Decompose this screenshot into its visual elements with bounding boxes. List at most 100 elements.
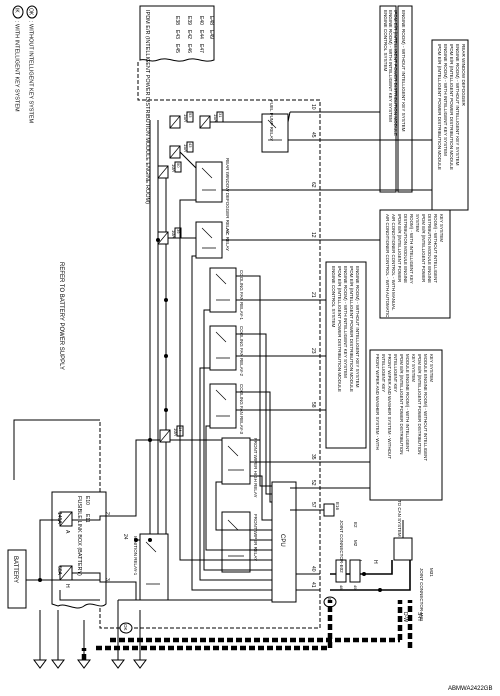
ac-note-1: AIR CONDITIONER CONTROL - WITH MANUAL <box>391 214 396 311</box>
ac-note-9: KEY SYSTEM <box>439 214 444 242</box>
ik-badge-icon <box>12 5 24 19</box>
fusible-link-conn-0: E10 <box>84 496 90 505</box>
relay-fuel-pump-label: FUEL PUMP RELAY <box>269 100 274 141</box>
fuel-note-2: IPDM E/R (INTELLIGENT POWER DISTRIBUTION… <box>393 10 398 136</box>
relay-defogger: REAR WINDOW DEFOGGER RELAY <box>179 151 290 234</box>
terminal-23: 23 <box>310 348 316 354</box>
joint-connector-m01: JOINT CONNECTOR-M01 M31 TO CAN SYSTEM <box>393 500 434 622</box>
note-fan: ENGINE CONTROL SYSTEM IPDM E/R (INTELLIG… <box>320 261 367 449</box>
wiper-note-2: FRONT WIPER AND WASHER SYSTEM - WITHOUT <box>387 354 392 459</box>
wiper-note-6: KEY SYSTEM <box>411 354 416 382</box>
fuse-43: 15A 43 <box>169 141 194 159</box>
terminal-58: 58 <box>310 402 316 408</box>
ipdm-conn-9: E48 <box>208 16 214 25</box>
relay-fuel-pump: FUEL PUMP RELAY <box>210 100 291 153</box>
ipdm-title: IPDM E/R (INTELLIGENT POWER DISTRIBUTION… <box>144 10 150 204</box>
relay-defogger-label: REAR WINDOW DEFOGGER RELAY <box>225 158 230 234</box>
terminal-41: 41 <box>310 582 316 588</box>
wiper-note-3: INTELLIGENT KEY <box>393 354 398 392</box>
joint-e02-code-1: M2 <box>353 540 358 547</box>
terminal-62: 62 <box>310 182 316 188</box>
fuse-39-amp: 10A <box>171 230 176 238</box>
wiper-note-5: MODULE ENGINE ROOM) - WITH INTELLIGENT <box>405 354 410 452</box>
ac-note-6: IPDM E/R (INTELLIGENT POWER <box>421 214 426 282</box>
refer-note: REFER TO BATTERY POWER SUPPLY <box>58 262 64 370</box>
joint-e02-label: JOINT CONNECTOR-E02 <box>339 520 344 573</box>
cpu: CPU <box>271 481 320 603</box>
fusible-link-label: FUSIBLE LINK BOX (BATTERY) <box>76 496 82 576</box>
ground-icon <box>51 659 65 669</box>
ipdm-conn-2: E45 <box>174 44 180 53</box>
ipdm-conn-0: E38 <box>174 16 180 25</box>
ipdm-conn-1: E43 <box>174 30 180 39</box>
ac-note-7: DISTRIBUTION MODULE ENGINE <box>427 214 432 283</box>
legend-ok: OK : WITHOUT INTELLIGENT KEY SYSTEM <box>26 5 38 123</box>
legend-ok-badge: OK <box>28 8 34 16</box>
fuse-53-code: 53 <box>188 113 193 118</box>
battery: BATTERY <box>7 549 27 609</box>
relay-wiper-high-label: FRONT WIPER HIGH RELAY <box>253 438 258 498</box>
legend: IK : WITH INTELLIGENT KEY SYSTEM OK : WI… <box>12 5 38 123</box>
legend-ok-text: : WITHOUT INTELLIGENT KEY SYSTEM <box>28 21 34 123</box>
note-fuel-2: ENGINE ROOM) - WITHOUT INTELLIGENT KEY S… <box>397 5 413 193</box>
ipdm-conn-6: E40 <box>198 16 204 25</box>
terminal-48: 48 <box>339 585 344 590</box>
legend-ik-text: : WITH INTELLIGENT KEY SYSTEM <box>14 21 20 112</box>
fuel-note-3: ENGINE ROOM) - WITHOUT INTELLIGENT KEY S… <box>401 10 406 132</box>
relay-fan-1: COOLING FAN RELAY-1 <box>209 267 290 321</box>
relay-wiper-label: FRONT WIPER RELAY <box>253 514 258 561</box>
legend-ik: IK : WITH INTELLIGENT KEY SYSTEM <box>12 5 24 112</box>
fusible-60a-label: 60A <box>56 566 62 576</box>
figure-code: ABMWA2422GB <box>448 686 492 692</box>
joint-e02-code-0: E2 <box>353 522 358 528</box>
note-defog: IPDM E/R (INTELLIGENT POWER DISTRIBUTION… <box>320 39 469 211</box>
relay-fan-3: COOLING FAN RELAY-3 <box>209 383 290 435</box>
relay-wiper: FRONT WIPER RELAY <box>221 511 276 573</box>
svg-text:REFER TO BATTERY POWER SUPPLY: REFER TO BATTERY POWER SUPPLY <box>58 262 64 370</box>
ground-markers <box>33 590 150 669</box>
relay-fan-1-label: COOLING FAN RELAY-1 <box>239 270 244 321</box>
fan-note-4: ENGINE ROOM) - WITHOUT INTELLIGENT KEY S… <box>355 266 360 388</box>
fuse-31-code: 31 <box>218 113 223 118</box>
wiper-note-7: IPDM E/R (INTELLIGENT POWER DISTRIBUTION <box>417 354 422 454</box>
cpu-label: CPU <box>279 534 285 547</box>
fusible-140a-code: A <box>64 530 70 534</box>
defog-note-3: ENGINE ROOM) - WITHOUT INTELLIGENT KEY S… <box>455 44 460 166</box>
ac-note-4: ROOM) - WITH INTELLIGENT KEY <box>409 214 414 284</box>
terminal-2: 2 <box>104 512 110 515</box>
can-label-h: H <box>372 560 378 564</box>
terminal-10: 10 <box>310 104 316 110</box>
refer-bracket <box>13 419 100 480</box>
terminal-21: 21 <box>310 292 316 298</box>
terminal-40: 40 <box>310 566 316 572</box>
fuse-43-code: 43 <box>188 143 193 148</box>
terminal-24: 24 <box>122 534 128 540</box>
ac-note-8: ROOM) - WITHOUT INTELLIGENT <box>433 214 438 283</box>
can-label-h2: S-H <box>416 612 422 621</box>
ok-badge-icon <box>26 5 38 19</box>
fan-note-2: ENGINE ROOM) - WITH INTELLIGENT KEY SYST… <box>343 266 348 378</box>
joint-connector-e02: JOINT CONNECTOR-E02 E2 M2 48 49 <box>335 520 361 590</box>
ground-icon <box>33 659 47 669</box>
ac-note-2: IPDM E/R (INTELLIGENT POWER <box>397 214 402 282</box>
fuse-43-amp: 15A <box>183 144 188 152</box>
note-wiper: FRONT WIPER AND WASHER SYSTEM - WITH INT… <box>320 349 443 501</box>
terminal-52: 52 <box>310 480 316 486</box>
ipdm-connector-grid: E38 E43 E45 E39 E42 E46 E40 E44 E47 E48 … <box>174 16 214 53</box>
terminal-57: 57 <box>310 502 316 508</box>
fan-note-1: IPDM E/R (INTELLIGENT POWER DISTRIBUTION… <box>337 266 342 392</box>
ground-icon <box>111 659 125 669</box>
relay-fan-2-label: COOLING FAN RELAY-2 <box>239 326 244 377</box>
fuse-50: 10A 50 <box>157 161 182 179</box>
relay-fan-2: COOLING FAN RELAY-2 <box>209 325 290 377</box>
relay-fan-3-label: COOLING FAN RELAY-3 <box>239 384 244 435</box>
fuel-note-0: ENGINE CONTROL SYSTEM <box>383 10 388 72</box>
terminal-3: 3 <box>104 578 110 581</box>
ipdm-conn-5: E46 <box>186 44 192 53</box>
ipdm-conn-8: E47 <box>198 44 204 53</box>
ipdm-conn-10: E49 <box>208 30 214 39</box>
wiper-note-4: IPDM E/R (INTELLIGENT POWER DISTRIBUTION <box>399 354 404 454</box>
defog-note-2: IPDM E/R (INTELLIGENT POWER DISTRIBUTION… <box>449 44 454 170</box>
